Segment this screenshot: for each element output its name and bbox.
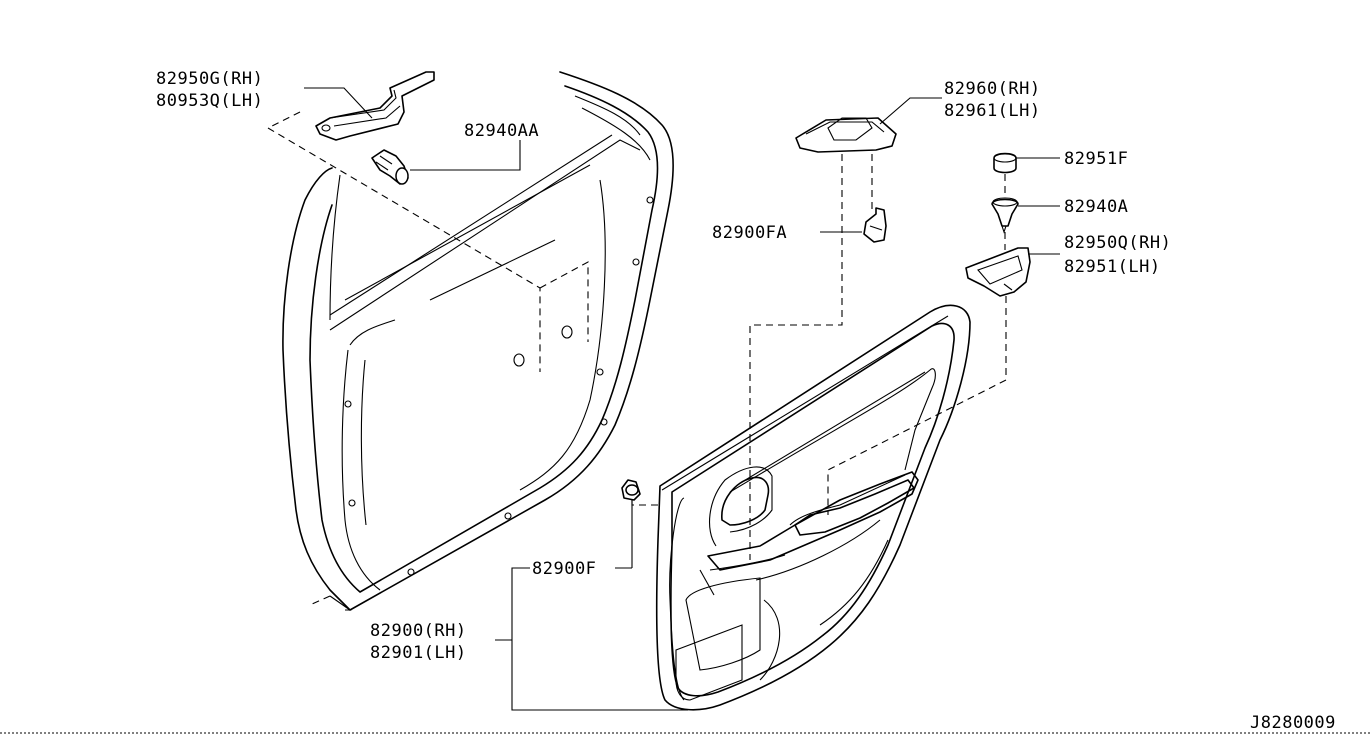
- label-82940a: 82940A: [1064, 197, 1128, 217]
- handle-82960: [795, 117, 897, 153]
- label-80953q-lh: 80953Q(LH): [156, 91, 263, 111]
- label-82961-lh: 82961(LH): [944, 101, 1041, 121]
- diagram-id: J8280009: [1250, 713, 1336, 733]
- clip-82940aa: [371, 149, 409, 185]
- label-82950g-rh: 82950G(RH): [156, 69, 263, 89]
- leader-lines: [304, 87, 1060, 711]
- label-82901-lh: 82901(LH): [370, 643, 467, 663]
- clip-82940a: [991, 197, 1019, 234]
- door-inner-panel: [267, 71, 674, 611]
- clip-82900fa: [863, 207, 887, 243]
- label-82900fa: 82900FA: [712, 223, 787, 243]
- cap-82951f: [993, 152, 1017, 174]
- bracket-82950g: [315, 71, 435, 141]
- label-82950q-rh: 82950Q(RH): [1064, 233, 1171, 253]
- label-82900f: 82900F: [532, 559, 596, 579]
- assembly-lines: [631, 154, 1007, 560]
- label-82940aa: 82940AA: [464, 121, 539, 141]
- door-trim-panel: [655, 304, 971, 711]
- clip-82900f: [621, 479, 641, 501]
- switch-bezel-82950q: [965, 247, 1031, 297]
- label-82951-lh: 82951(LH): [1064, 257, 1161, 277]
- label-82960-rh: 82960(RH): [944, 79, 1041, 99]
- label-82900-rh: 82900(RH): [370, 621, 467, 641]
- label-82951f: 82951F: [1064, 149, 1128, 169]
